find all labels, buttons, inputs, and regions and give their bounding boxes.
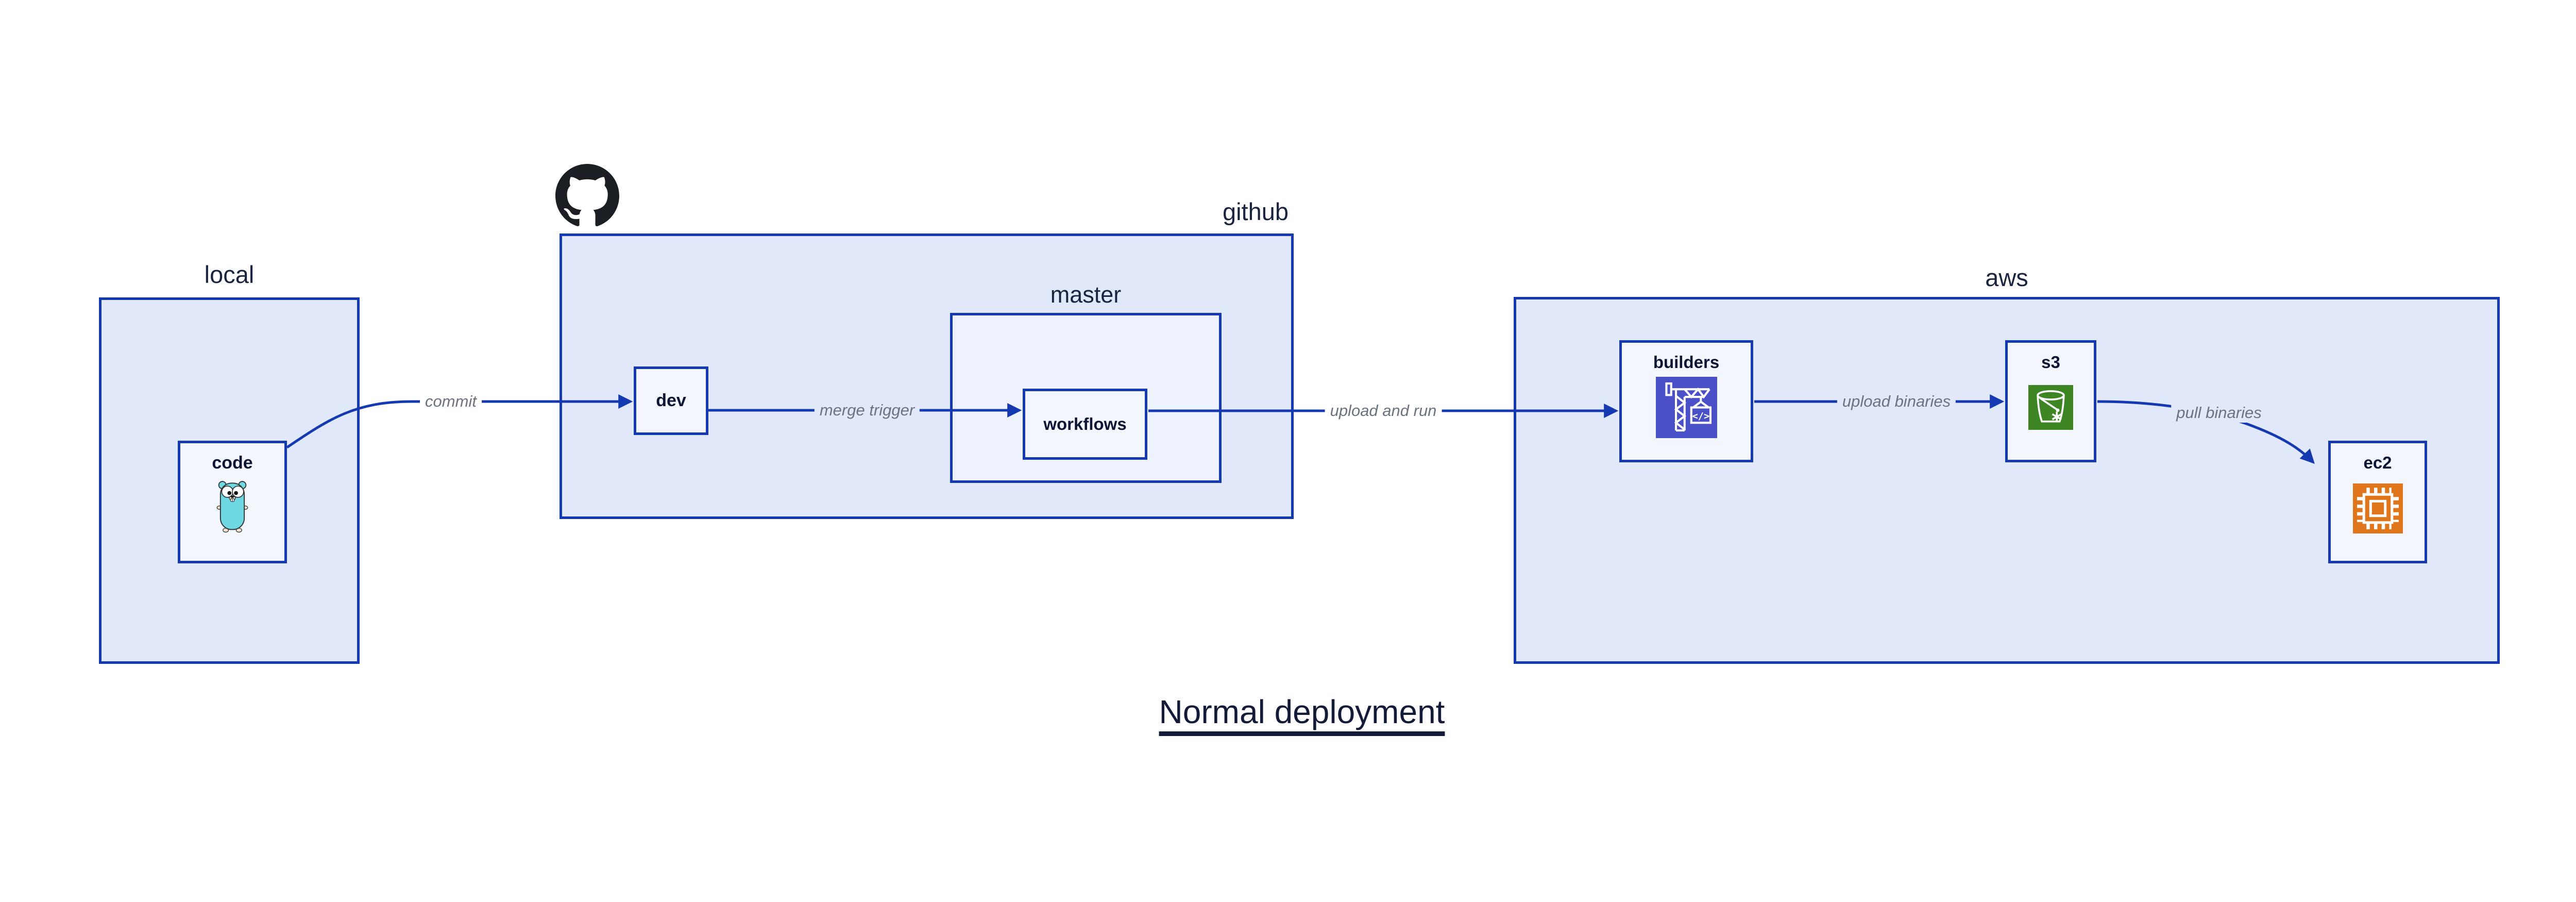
edge-label-commit: commit <box>420 391 482 412</box>
node-workflows-label: workflows <box>1043 414 1127 434</box>
edge-label-pull-binaries: pull binaries <box>2171 403 2267 423</box>
codebuild-crane-icon: </> <box>1655 376 1717 438</box>
edge-label-upload-binaries: upload binaries <box>1837 391 1956 412</box>
node-builders-label: builders <box>1653 353 1720 372</box>
group-github-label: github <box>1222 198 1289 225</box>
ec2-chip-icon <box>2352 483 2403 533</box>
group-master-label: master <box>1050 281 1122 308</box>
node-s3-label: s3 <box>2041 353 2060 372</box>
github-octocat-icon <box>555 164 619 226</box>
diagram-title: Normal deployment <box>1159 693 1445 730</box>
s3-glacier-bucket-icon <box>2028 385 2073 430</box>
node-s3: s3 <box>2005 340 2096 462</box>
node-dev-label: dev <box>656 391 686 411</box>
svg-text:</>: </> <box>1692 411 1709 422</box>
node-ec2-label: ec2 <box>2363 453 2392 472</box>
node-code: code <box>178 441 287 563</box>
node-workflows: workflows <box>1023 389 1147 460</box>
group-local-label: local <box>204 261 255 288</box>
edge-label-merge-trigger: merge trigger <box>814 400 920 421</box>
node-code-label: code <box>212 453 253 473</box>
node-ec2: ec2 <box>2328 441 2427 563</box>
group-aws-label: aws <box>1985 264 2028 291</box>
node-dev: dev <box>634 366 708 435</box>
go-gopher-icon <box>216 480 248 532</box>
node-builders: builders </> <box>1619 340 1753 462</box>
edge-label-upload-and-run: upload and run <box>1325 400 1442 421</box>
